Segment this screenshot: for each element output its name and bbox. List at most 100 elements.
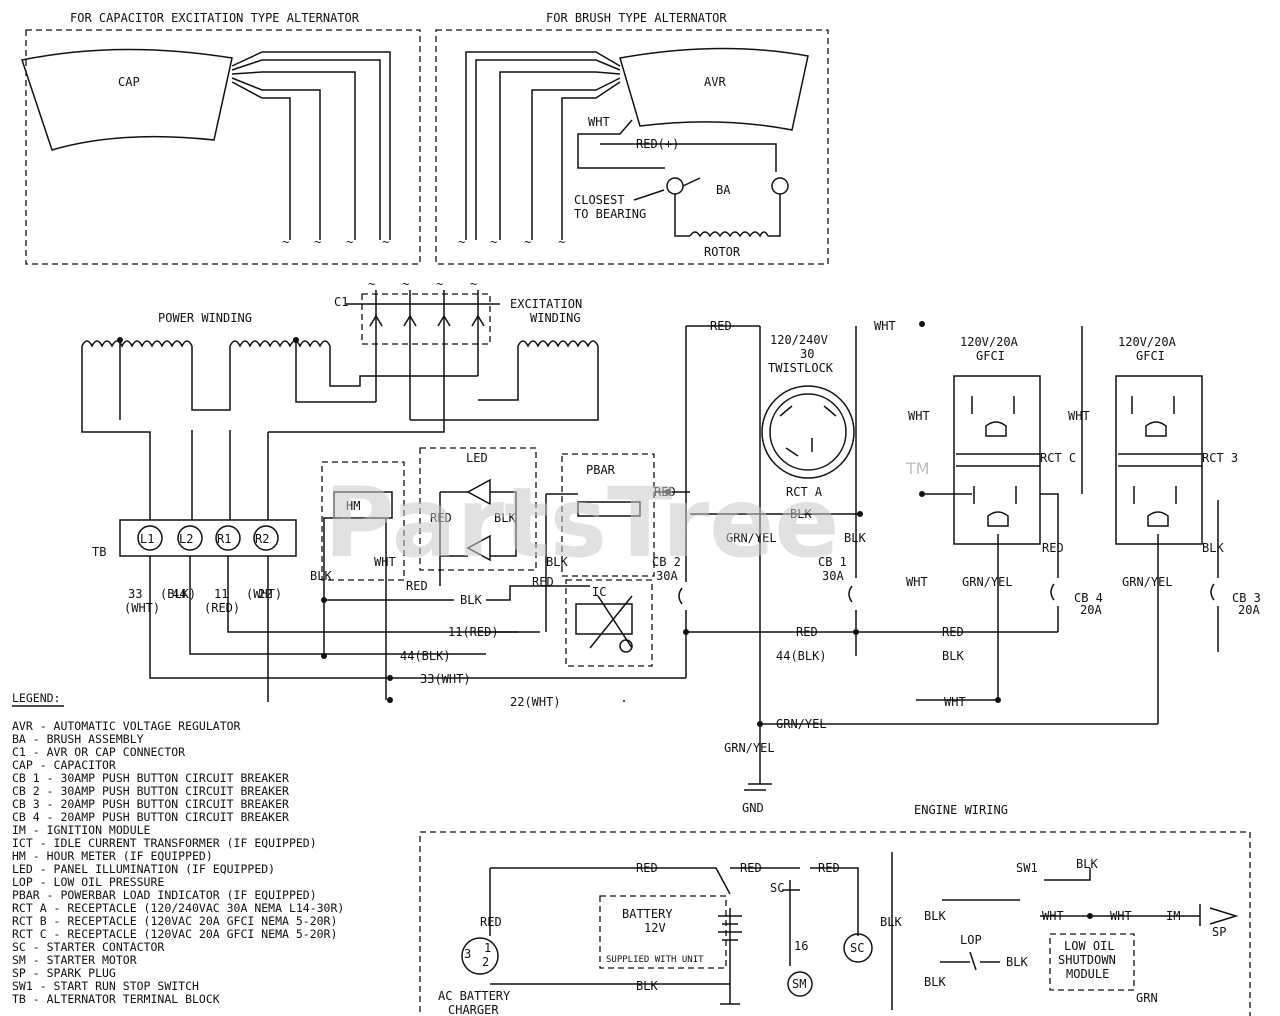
svg-text:(WHT): (WHT) — [124, 601, 160, 615]
svg-text:WINDING: WINDING — [530, 311, 581, 325]
svg-text:120/240V: 120/240V — [770, 333, 828, 347]
svg-text:RCT A - RECEPTACLE (120/240VAC: RCT A - RECEPTACLE (120/240VAC 30A NEMA … — [12, 901, 344, 915]
svg-text:22(WHT): 22(WHT) — [510, 695, 561, 709]
svg-text:BA: BA — [716, 183, 731, 197]
svg-text:30A: 30A — [822, 569, 844, 583]
svg-text:~: ~ — [402, 277, 409, 291]
svg-text:RED: RED — [430, 511, 452, 525]
svg-text:BLK: BLK — [636, 979, 658, 993]
terminal-block: TB L1 L2 R1 R2 33(WHT) 44(BLK) 11(RED) 2… — [92, 519, 624, 702]
svg-text:RED: RED — [480, 915, 502, 929]
svg-text:BATTERY: BATTERY — [622, 907, 673, 921]
legend: LEGEND: AVR - AUTOMATIC VOLTAGE REGULATO… — [12, 691, 344, 1006]
svg-text:~: ~ — [382, 235, 389, 249]
svg-text:TWISTLOCK: TWISTLOCK — [768, 361, 834, 375]
svg-text:BLK: BLK — [942, 649, 964, 663]
svg-text:30: 30 — [800, 347, 814, 361]
cap-alt-header: FOR CAPACITOR EXCITATION TYPE ALTERNATOR — [70, 11, 360, 25]
svg-text:MODULE: MODULE — [1066, 967, 1109, 981]
svg-text:GRN/YEL: GRN/YEL — [1122, 575, 1173, 589]
svg-text:44(BLK): 44(BLK) — [400, 649, 451, 663]
svg-text:~: ~ — [490, 235, 497, 249]
svg-text:CB 4: CB 4 — [1074, 591, 1103, 605]
svg-text:BLK: BLK — [924, 975, 946, 989]
svg-text:BLK: BLK — [844, 531, 866, 545]
svg-text:SC: SC — [770, 881, 784, 895]
svg-text:RED: RED — [1042, 541, 1064, 555]
svg-text:CB 3: CB 3 — [1232, 591, 1261, 605]
svg-text:CB 1: CB 1 — [818, 555, 847, 569]
svg-text:SC - STARTER CONTACTOR: SC - STARTER CONTACTOR — [12, 940, 164, 954]
svg-text:GRN/YEL: GRN/YEL — [962, 575, 1013, 589]
pbar: PBAR RED BLK BLK RED — [460, 453, 690, 632]
svg-text:SC: SC — [850, 941, 864, 955]
svg-text:LOP: LOP — [960, 933, 982, 947]
svg-text:TB: TB — [92, 545, 106, 559]
svg-text:WHT: WHT — [588, 115, 610, 129]
led-panel: LED RED BLK RED — [406, 447, 537, 593]
svg-text:GND: GND — [742, 801, 764, 815]
svg-text:L1: L1 — [140, 532, 154, 546]
svg-text:GRN/YEL: GRN/YEL — [726, 531, 777, 545]
svg-text:TM: TM — [905, 459, 930, 478]
svg-text:RCT C - RECEPTACLE (120VAC 20A: RCT C - RECEPTACLE (120VAC 20A GFCI NEMA… — [12, 927, 337, 941]
svg-text:CLOSEST: CLOSEST — [574, 193, 625, 207]
svg-text:WHT: WHT — [374, 555, 396, 569]
svg-text:CB 2: CB 2 — [652, 555, 681, 569]
svg-text:22: 22 — [258, 587, 272, 601]
svg-text:RCT C: RCT C — [1040, 451, 1076, 465]
svg-text:~: ~ — [368, 277, 375, 291]
svg-text:SHUTDOWN: SHUTDOWN — [1058, 953, 1116, 967]
gfci-rct-3: 120V/20A GFCI RCT 3 GRN/YEL BLK CB 3 20A — [1115, 335, 1261, 724]
svg-text:WHT: WHT — [1068, 409, 1090, 423]
svg-text:33(WHT): 33(WHT) — [420, 672, 471, 686]
avr-label: AVR — [704, 75, 726, 89]
svg-text:POWER WINDING: POWER WINDING — [158, 311, 252, 325]
svg-text:WHT: WHT — [874, 319, 896, 333]
svg-text:IM - IGNITION MODULE: IM - IGNITION MODULE — [12, 823, 151, 837]
svg-text:ICT - IDLE CURRENT TRANSFORMER: ICT - IDLE CURRENT TRANSFORMER (IF EQUIP… — [12, 836, 317, 850]
cb2: CB 2 30A — [652, 326, 687, 678]
svg-text:AVR - AUTOMATIC VOLTAGE REGULA: AVR - AUTOMATIC VOLTAGE REGULATOR — [12, 719, 241, 733]
svg-text:RED: RED — [532, 575, 554, 589]
svg-text:SM: SM — [792, 977, 806, 991]
cap-label: CAP — [118, 75, 140, 89]
svg-text:CB 4 - 20AMP PUSH BUTTON CIRCU: CB 4 - 20AMP PUSH BUTTON CIRCUIT BREAKER — [12, 810, 289, 824]
svg-text:R1: R1 — [217, 532, 231, 546]
svg-text:~: ~ — [524, 235, 531, 249]
avr-component — [619, 47, 809, 131]
hour-meter: HM BLK WHT — [310, 461, 454, 703]
svg-text:GFCI: GFCI — [976, 349, 1005, 363]
svg-text:1: 1 — [484, 941, 491, 955]
svg-text:33: 33 — [128, 587, 142, 601]
svg-text:BLK: BLK — [1006, 955, 1028, 969]
svg-text:~: ~ — [470, 277, 477, 291]
svg-text:20A: 20A — [1080, 603, 1102, 617]
svg-text:L2: L2 — [179, 532, 193, 546]
capacitor-alternator-section: FOR CAPACITOR EXCITATION TYPE ALTERNATOR… — [21, 11, 421, 265]
svg-text:2: 2 — [482, 955, 489, 969]
brush-alternator-section: FOR BRUSH TYPE ALTERNATOR AVR ~~~~ WHT R… — [435, 11, 829, 265]
svg-text:GRN/YEL: GRN/YEL — [724, 741, 775, 755]
svg-text:LOP - LOW OIL PRESSURE: LOP - LOW OIL PRESSURE — [12, 875, 164, 889]
svg-text:120V/20A: 120V/20A — [960, 335, 1019, 349]
svg-text:BLK: BLK — [1202, 541, 1224, 555]
svg-text:BLK: BLK — [494, 511, 516, 525]
svg-text:30A: 30A — [656, 569, 678, 583]
svg-text:RED: RED — [654, 485, 676, 499]
svg-text:~: ~ — [346, 235, 353, 249]
rct-a-receptacle: 120/240V 30 TWISTLOCK RCT A BLK GRN/YEL … — [686, 326, 1058, 724]
svg-text:SW1: SW1 — [1016, 861, 1038, 875]
svg-text:GFCI: GFCI — [1136, 349, 1165, 363]
svg-text:C1: C1 — [334, 295, 348, 309]
power-winding: POWER WINDING — [81, 311, 599, 520]
svg-text:SP: SP — [1212, 925, 1226, 939]
svg-text:GRN: GRN — [1136, 991, 1158, 1005]
watermark: PartsTree — [324, 467, 839, 579]
svg-text:RCT B - RECEPTACLE (120VAC 20A: RCT B - RECEPTACLE (120VAC 20A GFCI NEMA… — [12, 914, 337, 928]
svg-text:BLK: BLK — [310, 569, 332, 583]
svg-text:~: ~ — [314, 235, 321, 249]
svg-text:LOW OIL: LOW OIL — [1064, 939, 1115, 953]
svg-text:RED: RED — [406, 579, 428, 593]
